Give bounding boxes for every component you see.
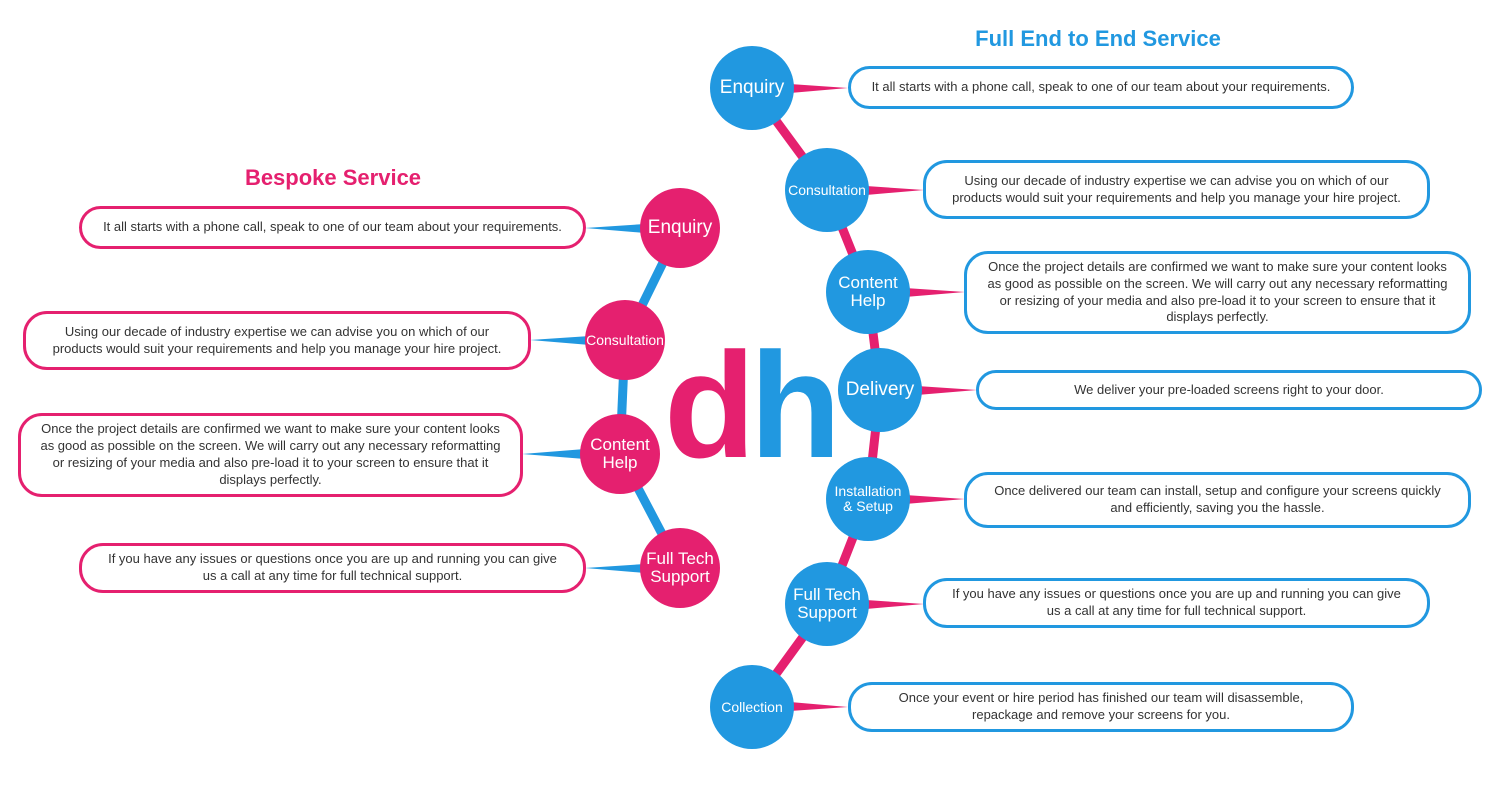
dh-logo: dh (664, 321, 841, 489)
full-enquiry-node: Enquiry (710, 46, 794, 130)
full-consultation-box: Using our decade of industry expertise w… (923, 160, 1430, 219)
full-consultation-node: Consultation (785, 148, 869, 232)
bespoke-consultation-box: Using our decade of industry expertise w… (23, 311, 531, 370)
full-installation-setup-box: Once delivered our team can install, set… (964, 472, 1471, 528)
full-full-tech-support-node: Full Tech Support (785, 562, 869, 646)
full-collection-box: Once your event or hire period has finis… (848, 682, 1354, 732)
bespoke-enquiry-box: It all starts with a phone call, speak t… (79, 206, 586, 249)
bespoke-service-title: Bespoke Service (244, 165, 422, 190)
full-pointers (790, 84, 977, 711)
bespoke-consultation-node: Consultation (585, 300, 665, 380)
bespoke-content-help-node: Content Help (580, 414, 660, 494)
full-service-title: Full End to End Service (975, 26, 1221, 51)
bespoke-full-tech-support-node: Full Tech Support (640, 528, 720, 608)
bespoke-enquiry-node: Enquiry (640, 188, 720, 268)
full-content-help-node: Content Help (826, 250, 910, 334)
bespoke-pointers (522, 224, 645, 573)
bespoke-content-help-box: Once the project details are confirmed w… (18, 413, 523, 497)
full-installation-setup-node: Installation & Setup (826, 457, 910, 541)
full-content-help-box: Once the project details are confirmed w… (964, 251, 1471, 334)
bespoke-full-tech-support-box: If you have any issues or questions once… (79, 543, 586, 593)
full-delivery-node: Delivery (838, 348, 922, 432)
full-full-tech-support-box: If you have any issues or questions once… (923, 578, 1430, 628)
full-enquiry-box: It all starts with a phone call, speak t… (848, 66, 1354, 109)
full-delivery-box: We deliver your pre-loaded screens right… (976, 370, 1482, 410)
full-collection-node: Collection (710, 665, 794, 749)
